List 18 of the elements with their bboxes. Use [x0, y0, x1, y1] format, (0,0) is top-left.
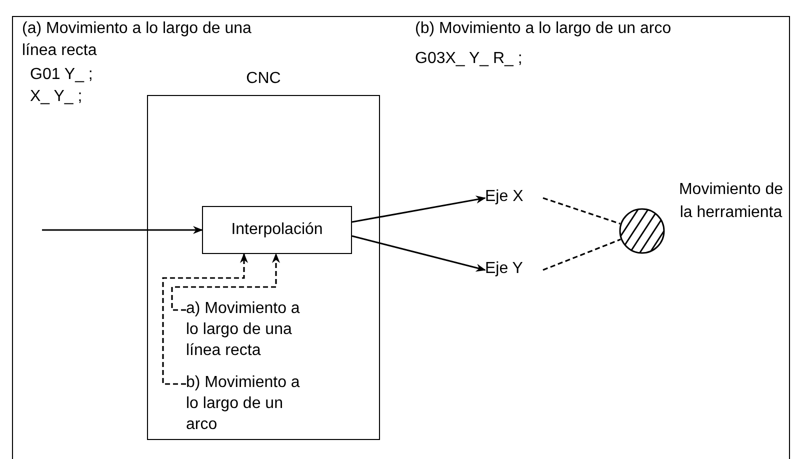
text-label: Eje Y	[485, 260, 523, 277]
text-label: X_ Y_ ;	[30, 88, 82, 105]
text-label: G03X_ Y_ R_ ;	[415, 50, 522, 67]
text-label: Eje X	[485, 188, 524, 205]
text-label: (a) Movimiento a lo largo de una línea recta	[22, 20, 252, 59]
dashed-arrow	[171, 253, 280, 311]
dashed-arrow	[162, 253, 248, 385]
hatched-tool-circle	[619, 208, 665, 254]
text-label: a) Movimiento a lo largo de una línea recta	[186, 300, 300, 359]
text-label: G01 Y_ ;	[30, 66, 93, 83]
text-label: (b) Movimiento a lo largo de un arco	[415, 20, 672, 37]
arrow	[352, 196, 486, 223]
box-heading: CNC	[246, 69, 281, 89]
process-box: Interpolación	[202, 206, 352, 254]
arrow	[352, 235, 486, 272]
text-label: b) Movimiento a lo largo de un arco	[186, 374, 300, 433]
arrow	[42, 226, 203, 234]
caption-text: Movimiento de la herramienta	[678, 181, 784, 221]
